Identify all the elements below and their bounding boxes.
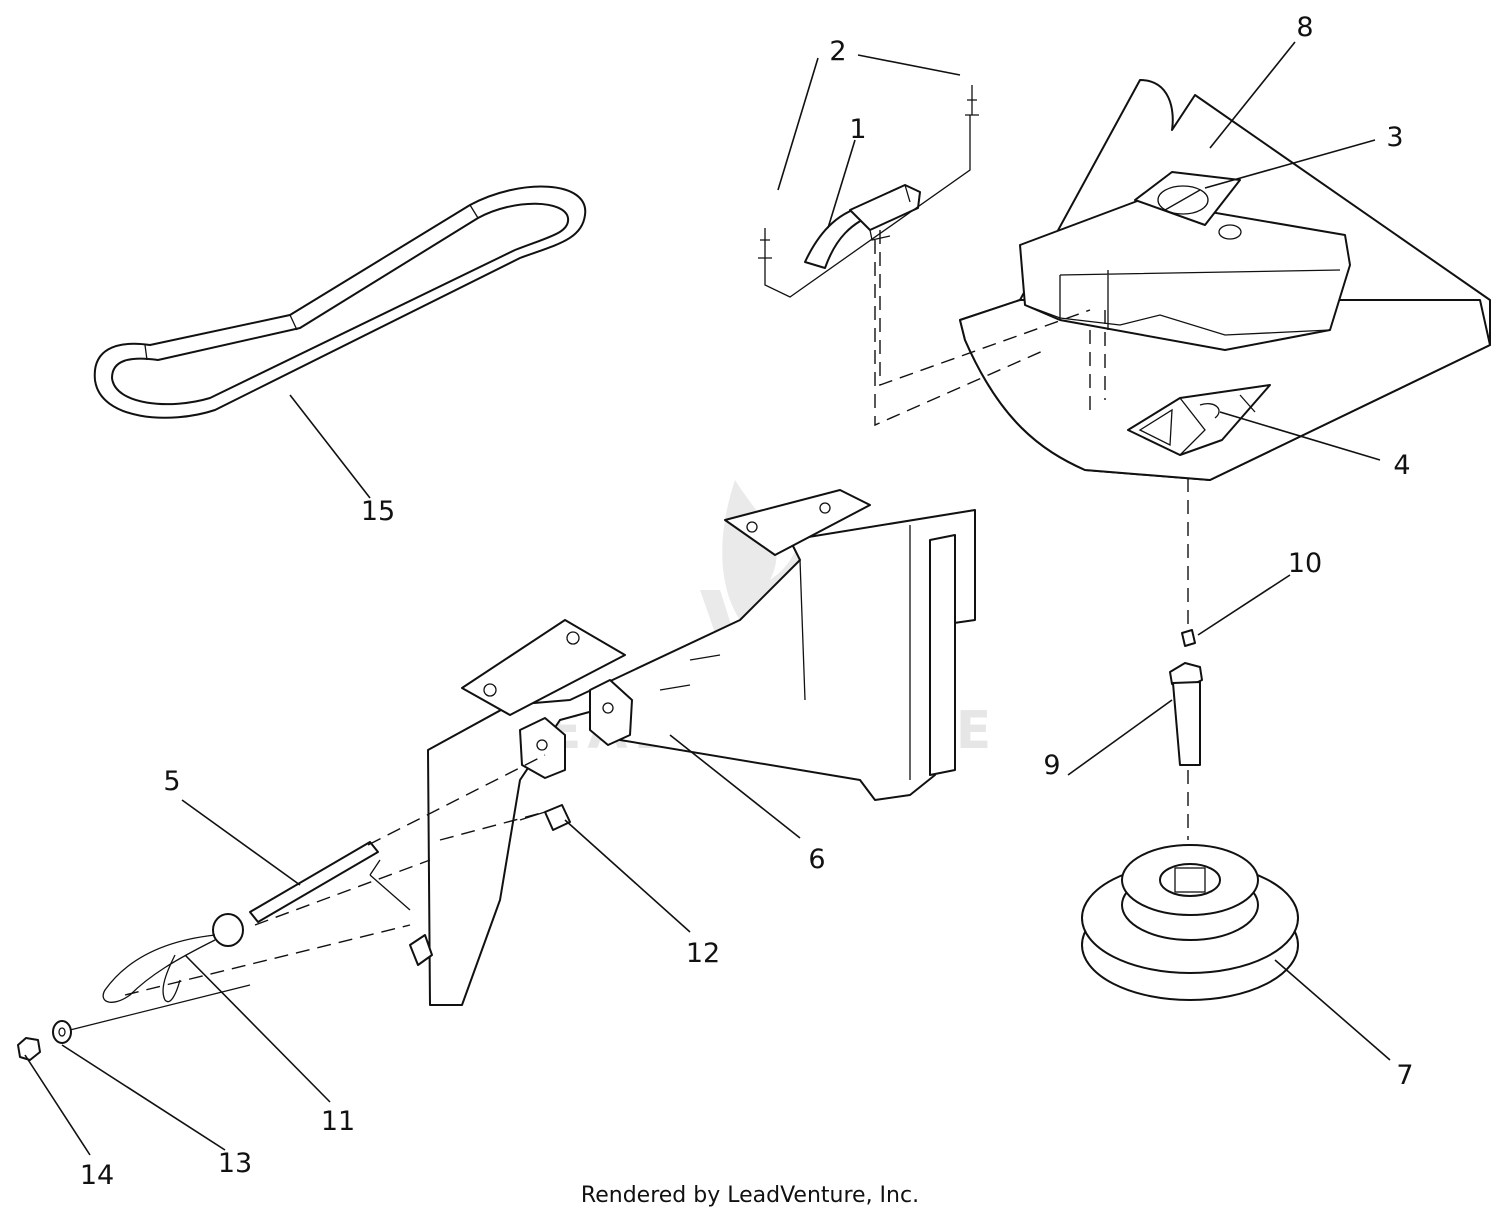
leader-lines — [24, 41, 1391, 1156]
bracket — [427, 489, 976, 1006]
callout-13: 13 — [218, 1148, 252, 1179]
callout-6: 6 — [808, 844, 825, 875]
callout-11: 11 — [321, 1106, 355, 1137]
deck-plate — [959, 79, 1491, 481]
pulley — [1081, 844, 1299, 1001]
shoulder-bolt — [1169, 662, 1203, 766]
belt — [93, 185, 587, 419]
rivet-left — [758, 228, 772, 259]
callout-7: 7 — [1396, 1060, 1413, 1091]
decal-4 — [1127, 384, 1271, 456]
washer — [52, 1020, 72, 1044]
nut — [17, 1037, 41, 1061]
callout-9: 9 — [1043, 750, 1060, 781]
lanyard — [102, 934, 216, 1003]
callout-15: 15 — [361, 496, 395, 527]
assembly-lines — [69, 115, 1189, 1031]
bracket-bolt — [409, 934, 433, 966]
callout-10: 10 — [1288, 548, 1322, 579]
callout-5: 5 — [163, 766, 180, 797]
callout-8: 8 — [1296, 12, 1313, 43]
latch-handle — [804, 184, 921, 269]
grease-fitting — [1181, 629, 1196, 647]
callout-2: 2 — [829, 36, 846, 67]
carriage-bolt — [519, 804, 571, 831]
pin — [212, 841, 379, 947]
callout-12: 12 — [686, 938, 720, 969]
callout-1: 1 — [849, 114, 866, 145]
callout-14: 14 — [80, 1160, 114, 1191]
callout-3: 3 — [1386, 122, 1403, 153]
footer-credit: Rendered by LeadVenture, Inc. — [580, 1183, 920, 1208]
callout-4: 4 — [1393, 450, 1410, 481]
callout-labels: 1 2 3 4 5 6 7 8 9 10 11 12 13 14 15 — [80, 12, 1414, 1191]
rivet-right — [965, 85, 979, 116]
